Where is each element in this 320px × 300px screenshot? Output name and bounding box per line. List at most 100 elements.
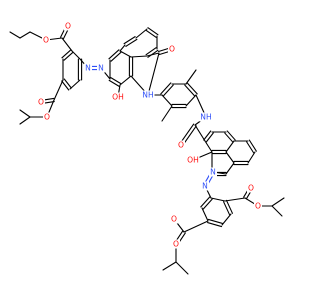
double-bond-line: [110, 51, 122, 62]
double-bond-line: [224, 132, 234, 143]
atom-label-background: [247, 183, 255, 193]
atom-label-background: [201, 181, 209, 191]
single-bond: [225, 140, 235, 153]
bond-layer: [9, 24, 285, 275]
atom-label-background: [209, 167, 217, 177]
single-bond: [19, 109, 31, 118]
double-bond-line: [184, 84, 196, 97]
single-bond: [247, 151, 256, 164]
single-bond: [271, 205, 283, 217]
atom-label-background: [254, 201, 262, 211]
single-bond: [201, 207, 209, 222]
nitrogen-atom-label: N: [210, 168, 216, 177]
atom-label-background: [64, 21, 72, 31]
single-bond: [185, 94, 197, 107]
single-bond: [225, 162, 235, 175]
double-bond-line: [226, 130, 236, 141]
double-bond-line: [63, 51, 74, 61]
double-bond-line: [203, 130, 212, 141]
double-bond-line: [145, 29, 157, 38]
oxygen-atom-label: O: [248, 184, 254, 193]
atom-label-background: [97, 63, 105, 73]
oxygen-atom-label: O: [171, 215, 177, 224]
single-bond: [161, 105, 173, 122]
single-bond: [221, 213, 232, 226]
double-bond-line: [207, 221, 223, 228]
double-bond-line: [108, 79, 120, 87]
oxygen-atom-label: O: [255, 202, 261, 211]
atom-label-background: [42, 35, 50, 45]
single-bond: [130, 55, 148, 58]
atom-label-background: [43, 112, 51, 122]
single-bond: [210, 197, 226, 202]
single-bond: [146, 52, 160, 57]
oxygen-atom-label: O: [38, 98, 44, 107]
atom-label-background: [177, 140, 185, 150]
double-bond-line: [207, 218, 223, 225]
single-bond: [71, 50, 81, 60]
double-bond-line: [162, 84, 174, 97]
double-bond-line: [160, 82, 172, 95]
atom-label-background: [84, 63, 92, 73]
oxygen-atom-label: O: [173, 240, 179, 249]
nitrogen-atom-label: NH: [142, 91, 153, 100]
single-bond: [9, 31, 21, 39]
oxygen-atom-label: OH: [187, 156, 199, 165]
double-bond-line: [63, 78, 72, 89]
double-bond-line: [61, 49, 72, 59]
double-bond-line: [145, 47, 157, 56]
oxygen-atom-label: O: [43, 36, 49, 45]
double-bond-line: [61, 80, 70, 91]
atom-label-background: [170, 214, 178, 224]
double-bond-line: [125, 38, 138, 47]
single-bond: [135, 28, 148, 39]
double-bond-line: [147, 49, 159, 58]
single-bond: [183, 220, 209, 233]
single-bond: [204, 140, 213, 153]
atom-label-background: [141, 90, 155, 100]
oxygen-atom-label: O: [169, 45, 175, 54]
single-bond: [162, 261, 177, 271]
single-bond: [175, 261, 189, 275]
single-bond: [161, 94, 173, 107]
nitrogen-atom-label: N: [98, 64, 104, 73]
double-bond-line: [225, 199, 234, 214]
oxygen-atom-label: O: [65, 22, 71, 31]
oxygen-atom-label: O: [178, 141, 184, 150]
nitrogen-atom-label: NH: [200, 113, 211, 122]
double-bond-line: [186, 82, 198, 95]
atom-label-background: [199, 112, 213, 122]
double-bond-line: [108, 49, 120, 60]
single-bond: [69, 79, 81, 90]
atom-label-background: [168, 44, 176, 54]
single-bond: [19, 31, 31, 39]
double-bond-line: [248, 139, 257, 152]
single-bond: [19, 116, 31, 125]
single-bond: [185, 69, 197, 85]
atom-label-background: [186, 155, 200, 165]
single-bond: [119, 50, 132, 58]
oxygen-atom-label: OH: [112, 93, 124, 102]
atom-label-background: [111, 92, 125, 102]
single-bond: [61, 37, 73, 52]
double-bond-line: [147, 27, 159, 36]
single-bond: [119, 75, 132, 86]
nitrogen-atom-label: N: [85, 64, 91, 73]
double-bond-line: [110, 77, 122, 85]
double-bond-line: [205, 132, 214, 143]
double-bond-line: [222, 201, 231, 216]
single-bond: [194, 124, 206, 142]
atom-label-background: [172, 239, 180, 249]
single-bond: [271, 197, 285, 207]
single-bond: [147, 52, 160, 96]
double-bond-line: [200, 196, 211, 208]
single-bond: [225, 151, 235, 164]
oxygen-atom-label: O: [44, 113, 50, 122]
double-bond-line: [202, 198, 213, 210]
single-bond: [119, 44, 126, 52]
double-bond-line: [246, 141, 255, 154]
single-bond: [53, 79, 64, 101]
atom-label-background: [37, 97, 45, 107]
